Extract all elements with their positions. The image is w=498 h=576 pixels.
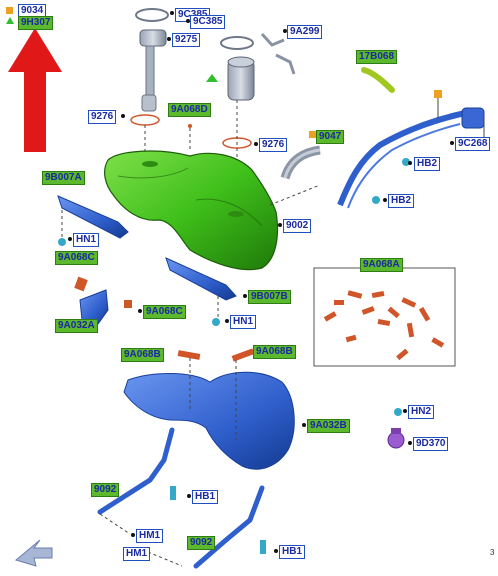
new-part-triangle-icon: [206, 74, 218, 82]
callout-9c385-right[interactable]: 9C385: [190, 15, 226, 29]
callout-9c268[interactable]: 9C268: [455, 137, 491, 151]
callout-9276-left[interactable]: 9276: [88, 110, 117, 124]
tank-bracket-center-icon: [165, 257, 237, 301]
fuel-filler-pipe-icon: [337, 109, 471, 207]
legend-secondary-code[interactable]: 9H307: [18, 16, 54, 30]
callout-9a068c-left[interactable]: 9A068C: [55, 251, 98, 265]
callout-9a299[interactable]: 9A299: [287, 25, 323, 39]
callout-9a068b-right[interactable]: 9A068B: [253, 345, 296, 359]
callout-hb2-lower[interactable]: HB2: [388, 194, 415, 208]
seal-ring-left-icon: [130, 114, 160, 126]
tank-bracket-left-icon: [57, 195, 129, 239]
callout-hb1-lower[interactable]: HB1: [279, 545, 306, 559]
tank-strap-upper-icon: [97, 427, 175, 515]
fuel-tank-icon: [104, 150, 279, 271]
callout-17b068[interactable]: 17B068: [356, 50, 398, 64]
callout-hb1-upper[interactable]: HB1: [192, 490, 219, 504]
callout-hb2-upper[interactable]: HB2: [414, 157, 441, 171]
legend-square-icon: [6, 7, 13, 14]
callout-9092-upper[interactable]: 9092: [91, 483, 120, 497]
fuel-sender-left-icon: [135, 8, 169, 112]
callout-hn1-center[interactable]: HN1: [230, 315, 257, 329]
callout-9a068c-center[interactable]: 9A068C: [143, 305, 186, 319]
callout-9a068a[interactable]: 9A068A: [360, 258, 403, 272]
callout-9092-lower[interactable]: 9092: [187, 536, 216, 550]
tank-strap-lower-icon: [193, 485, 265, 569]
callout-9b007a[interactable]: 9B007A: [42, 171, 85, 185]
callout-9a068d[interactable]: 9A068D: [168, 103, 211, 117]
legend-triangle-icon: [6, 17, 14, 24]
heat-shield-large-icon: [123, 371, 295, 470]
navigation-arrow-icon: [14, 539, 53, 567]
red-arrow-icon: [8, 28, 62, 152]
callout-9002[interactable]: 9002: [283, 219, 312, 233]
heat-shield-small-icon: [79, 289, 109, 325]
callout-9276-right[interactable]: 9276: [259, 138, 288, 152]
callout-9b007b[interactable]: 9B007B: [248, 290, 291, 304]
drain-plug-icon: [387, 428, 405, 449]
callout-9047[interactable]: 9047: [316, 130, 345, 144]
page-corner-note: 3: [490, 548, 495, 557]
callout-9d370[interactable]: 9D370: [413, 437, 449, 451]
hose-clamp-icon: [361, 67, 395, 93]
callout-hn1-left[interactable]: HN1: [73, 233, 100, 247]
callout-9a032b[interactable]: 9A032B: [307, 419, 350, 433]
callout-9275[interactable]: 9275: [172, 33, 201, 47]
callout-hm1-lower[interactable]: HM1: [123, 547, 151, 561]
callout-hm1-upper[interactable]: HM1: [136, 529, 164, 543]
callout-9a068b-left[interactable]: 9A068B: [121, 348, 164, 362]
insulator-pads-box: [313, 267, 456, 367]
callout-hn2[interactable]: HN2: [408, 405, 435, 419]
insulator-pads-icon: [323, 290, 445, 361]
callout-9a032a[interactable]: 9A032A: [55, 319, 98, 333]
fuel-pump-module-icon: [220, 32, 296, 101]
